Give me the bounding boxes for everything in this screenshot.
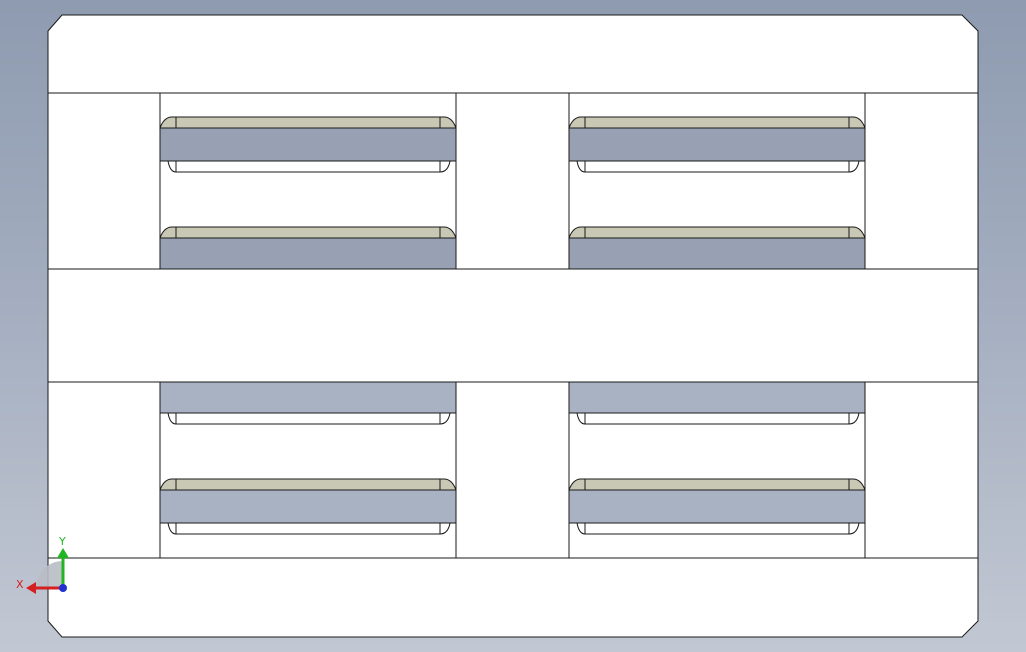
board-chamfer	[568, 226, 866, 239]
board-underside	[167, 412, 451, 425]
board-chamfer	[568, 478, 866, 491]
triad-plane-arc	[36, 561, 63, 588]
board-face	[568, 381, 866, 414]
triad-x-arrowhead	[26, 582, 36, 594]
triad-z-axis	[59, 584, 67, 592]
pallet-outline	[47, 14, 979, 638]
triad-y-arrowhead	[57, 548, 69, 558]
board-underside	[167, 160, 451, 173]
board-underside	[576, 412, 860, 425]
triad-x-label: X	[16, 578, 24, 591]
board-face	[159, 381, 457, 414]
board-face	[568, 489, 866, 524]
board-face	[568, 127, 866, 162]
board-lower-right-2[interactable]	[568, 478, 866, 535]
board-upper-left-2[interactable]	[159, 226, 457, 270]
board-lower-left-1[interactable]	[159, 381, 457, 425]
board-face	[159, 489, 457, 524]
triad-y-label: Y	[58, 535, 66, 548]
board-chamfer	[568, 116, 866, 129]
board-chamfer	[159, 226, 457, 239]
board-face	[159, 127, 457, 162]
board-chamfer	[159, 478, 457, 491]
board-lower-right-1[interactable]	[568, 381, 866, 425]
board-upper-left-1[interactable]	[159, 116, 457, 173]
board-lower-left-2[interactable]	[159, 478, 457, 535]
board-face	[159, 237, 457, 270]
reference-triad[interactable]: Y X	[16, 535, 69, 594]
board-chamfer	[159, 116, 457, 129]
board-face	[568, 237, 866, 270]
board-upper-right-2[interactable]	[568, 226, 866, 270]
board-underside	[576, 522, 860, 535]
board-upper-right-1[interactable]	[568, 116, 866, 173]
board-underside	[576, 160, 860, 173]
board-underside	[167, 522, 451, 535]
